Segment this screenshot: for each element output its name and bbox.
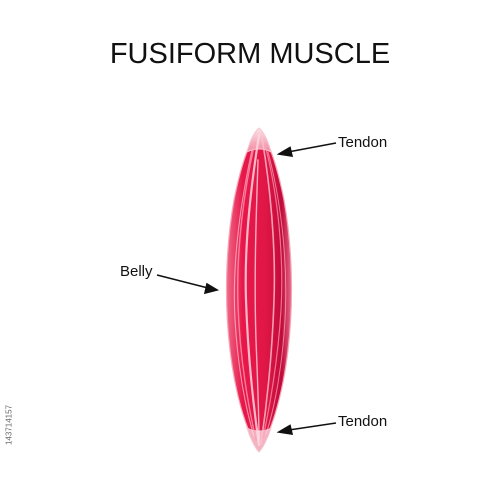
arrow-tendon-top (276, 142, 337, 157)
diagram-title: FUSIFORM MUSCLE (109, 38, 391, 70)
stock-id-text: 143714157 (4, 404, 14, 446)
label-tendon-bottom: Tendon (338, 413, 388, 430)
muscle-fibers (233, 133, 287, 447)
label-belly: Belly (120, 263, 153, 280)
arrow-tendon-bottom (276, 422, 337, 435)
arrow-belly (156, 274, 220, 295)
label-tendon-top: Tendon (338, 134, 388, 151)
stock-id-watermark: 143714157 (2, 375, 16, 475)
